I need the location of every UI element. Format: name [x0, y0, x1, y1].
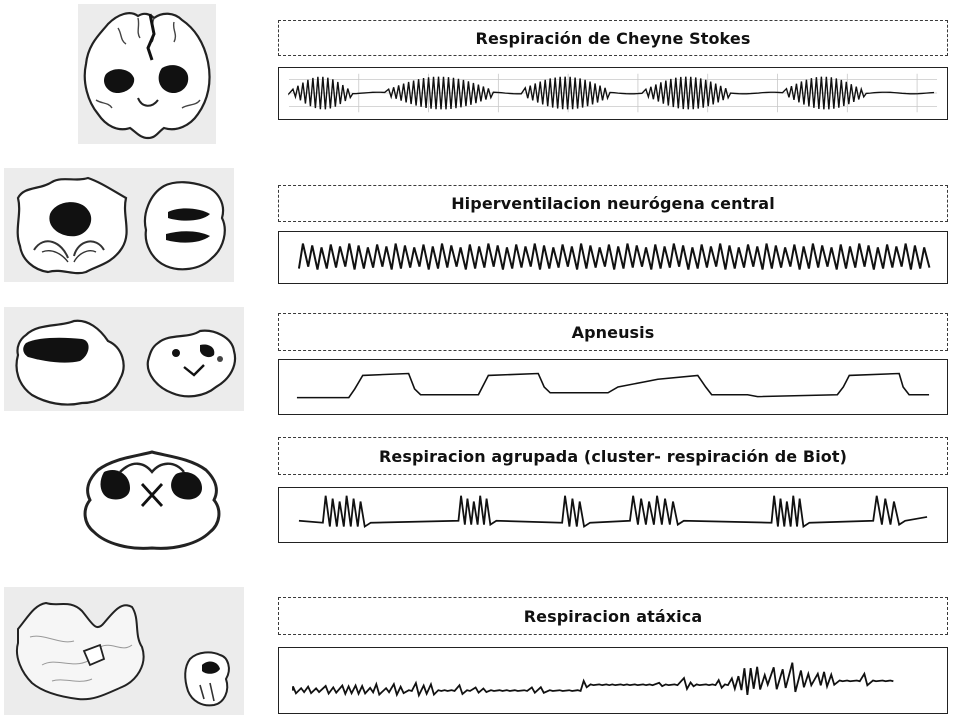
- pattern-title-box: Respiración de Cheyne Stokes: [278, 20, 948, 56]
- lesion-image-ataxic: [4, 587, 244, 715]
- pattern-title: Apneusis: [571, 322, 655, 342]
- pattern-title: Respiracion atáxica: [523, 606, 703, 626]
- respiratory-trace: [278, 487, 948, 543]
- lesion-image-cheyne-stokes: [78, 4, 216, 144]
- respiratory-trace: [278, 647, 948, 714]
- cluster-waveform: [298, 495, 928, 529]
- pattern-title-box: Hiperventilacion neurógena central: [278, 185, 948, 222]
- pattern-title: Hiperventilacion neurógena central: [451, 194, 775, 213]
- pattern-title-box: Apneusis: [278, 313, 948, 351]
- pattern-title: Respiración de Cheyne Stokes: [475, 28, 751, 48]
- cerebral-hemispheres-lesion-icon: [83, 12, 211, 140]
- lesion-image-hyperventilation: [4, 168, 234, 282]
- lesion-image-cluster: [74, 444, 230, 554]
- midbrain-lesion-icon: [16, 176, 226, 275]
- lower-pons-lesion-icon: [83, 450, 221, 550]
- medulla-lesion-icon: [16, 601, 230, 707]
- pattern-title-box: Respiracion atáxica: [278, 597, 948, 635]
- apneusis-waveform: [296, 372, 930, 399]
- lesion-image-apneusis: [4, 307, 244, 411]
- respiratory-trace: [278, 67, 948, 120]
- ataxic-waveform: [292, 662, 894, 698]
- hyperventilation-waveform: [297, 243, 931, 270]
- pattern-title-box: Respiracion agrupada (cluster- respiraci…: [278, 437, 948, 475]
- respiratory-trace: [278, 231, 948, 284]
- pons-lesion-icon: [15, 319, 237, 406]
- cheyne-stokes-waveform: [288, 73, 938, 113]
- respiratory-trace: [278, 359, 948, 415]
- pattern-title: Respiracion agrupada (cluster- respiraci…: [378, 446, 848, 466]
